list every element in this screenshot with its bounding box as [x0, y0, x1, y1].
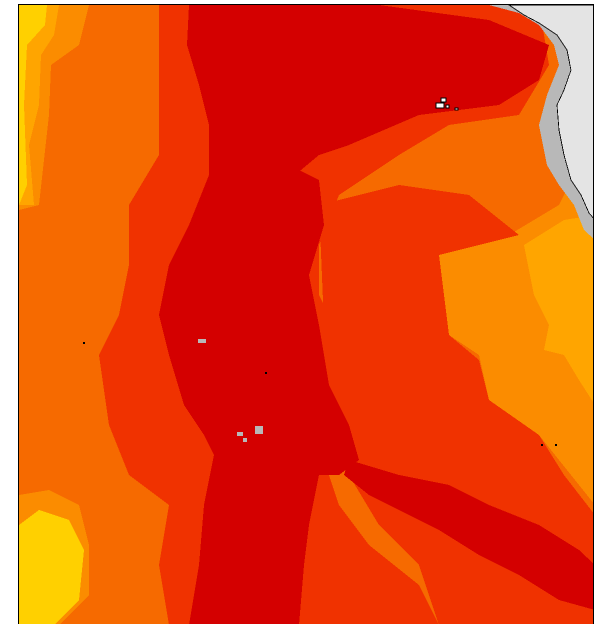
red-orange-zone-east: [319, 185, 593, 564]
map-frame: [18, 4, 594, 624]
dark-red-core-southeast: [344, 460, 593, 610]
yellow-patch-southwest: [19, 510, 84, 624]
yellow-patch-northwest: [19, 5, 59, 205]
amber-patch-east-core: [524, 215, 593, 402]
pacific-atolls: [83, 339, 557, 446]
yellow-patch-northwest-core: [19, 5, 47, 205]
continental-shelf: [489, 5, 593, 239]
south-american-coast: [508, 5, 593, 219]
map-canvas: [19, 5, 593, 624]
dark-red-core-spine: [159, 165, 359, 624]
galapagos-islands: [435, 97, 459, 111]
